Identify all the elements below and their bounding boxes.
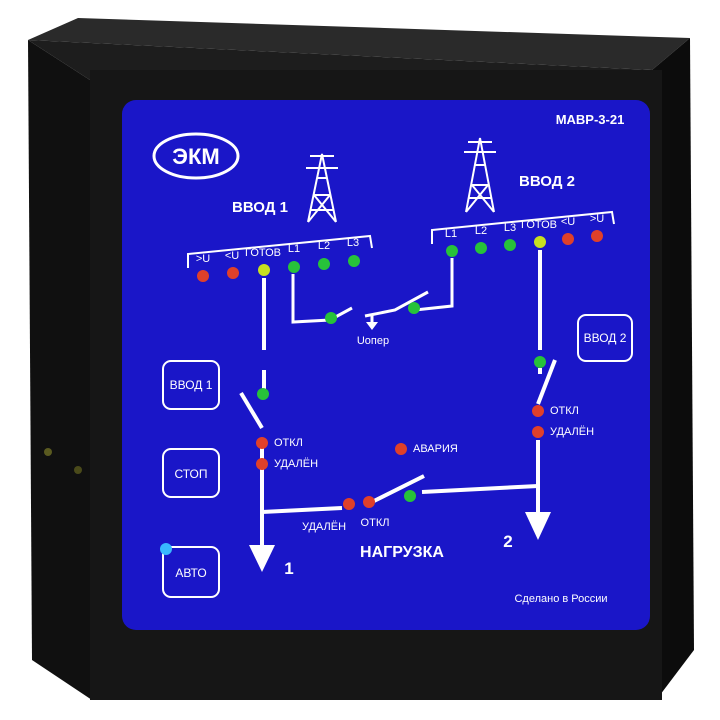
led-over-voltage-2 xyxy=(591,230,603,242)
auto-button[interactable]: АВТО xyxy=(162,546,220,598)
model-label: МАВР-3-21 xyxy=(556,112,625,127)
led-label: <U xyxy=(225,250,239,262)
input1-led-labels: >U <U ГОТОВ L1 L2 L3 xyxy=(196,237,359,265)
led-label: ГОТОВ xyxy=(521,219,557,231)
led-label: L1 xyxy=(445,228,457,240)
uoper-arrow xyxy=(366,322,378,330)
left-feed-line xyxy=(239,278,343,550)
auto-button-label: АВТО xyxy=(175,566,206,580)
front-panel xyxy=(122,100,650,630)
led-remote-bottom xyxy=(343,498,355,510)
remote-right-label: УДАЛЁН xyxy=(550,426,594,438)
led-label: L2 xyxy=(318,240,330,252)
input2-button[interactable]: ВВОД 2 xyxy=(577,314,633,362)
led-label: ГОТОВ xyxy=(245,247,281,259)
led-l2-2 xyxy=(475,242,487,254)
led-off-left xyxy=(256,437,268,449)
led-l3-2 xyxy=(504,239,516,251)
led-over-voltage-1 xyxy=(197,270,209,282)
remote-bottom-label: УДАЛЁН xyxy=(302,521,346,533)
led-alarm xyxy=(395,443,407,455)
input2-title: ВВОД 2 xyxy=(519,173,575,190)
input2-bracket xyxy=(431,210,615,244)
input2-button-label: ВВОД 2 xyxy=(584,331,627,345)
right-feed-line xyxy=(421,250,557,520)
led-ready-2 xyxy=(534,236,546,248)
led-ready-1 xyxy=(258,264,270,276)
led-l1-2 xyxy=(446,245,458,257)
off-right-label: ОТКЛ xyxy=(550,405,579,417)
led-under-voltage-1 xyxy=(227,267,239,279)
led-label: L3 xyxy=(347,237,359,249)
tower-icon xyxy=(464,137,496,213)
led-label: L2 xyxy=(475,225,487,237)
led-off-bottom xyxy=(363,496,375,508)
led-auto xyxy=(160,543,172,555)
led-label: L3 xyxy=(504,222,516,234)
led-label: >U xyxy=(590,213,604,225)
remote-left-label: УДАЛЁН xyxy=(274,458,318,470)
brand-logo: ЭКМ xyxy=(152,132,240,180)
off-bottom-label: ОТКЛ xyxy=(361,517,390,529)
out1-label: 1 xyxy=(284,559,293,578)
led-label: <U xyxy=(561,216,575,228)
input1-button-label: ВВОД 1 xyxy=(170,378,213,392)
bottom-switch xyxy=(371,474,425,504)
led-uoper-right xyxy=(408,302,420,314)
uoper-label: Uопер xyxy=(357,335,389,347)
out1-arrow xyxy=(249,545,275,572)
led-off-right xyxy=(532,405,544,417)
input1-bracket xyxy=(187,234,373,268)
input1-button[interactable]: ВВОД 1 xyxy=(162,360,220,410)
brand-text: ЭКМ xyxy=(172,144,219,169)
led-switch-left xyxy=(257,388,269,400)
led-label: >U xyxy=(196,253,210,265)
out2-arrow xyxy=(525,512,551,540)
led-l2-1 xyxy=(318,258,330,270)
made-in-label: Сделано в России xyxy=(514,593,607,605)
load-label: НАГРУЗКА xyxy=(360,544,444,561)
led-uoper-left xyxy=(325,312,337,324)
led-under-voltage-2 xyxy=(562,233,574,245)
led-l3-1 xyxy=(348,255,360,267)
stop-button-label: СТОП xyxy=(174,467,207,481)
led-switch-bottom xyxy=(404,490,416,502)
stop-button[interactable]: СТОП xyxy=(162,448,220,498)
led-label: L1 xyxy=(288,243,300,255)
led-remote-left xyxy=(256,458,268,470)
alarm-label: АВАРИЯ xyxy=(413,443,458,455)
out2-label: 2 xyxy=(503,532,512,551)
input2-led-labels: L1 L2 L3 ГОТОВ <U >U xyxy=(445,213,604,240)
uoper-circuit xyxy=(291,258,454,324)
off-left-label: ОТКЛ xyxy=(274,437,303,449)
input1-title: ВВОД 1 xyxy=(232,199,288,216)
tower-icon xyxy=(306,153,338,223)
led-l1-1 xyxy=(288,261,300,273)
led-remote-right xyxy=(532,426,544,438)
led-switch-right xyxy=(534,356,546,368)
